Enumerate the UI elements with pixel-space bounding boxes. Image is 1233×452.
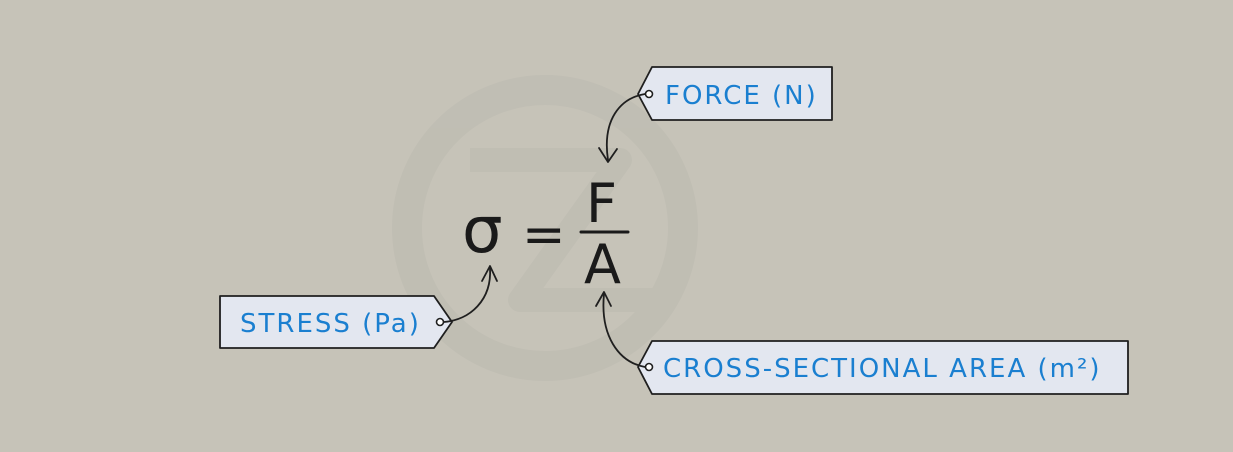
area-tag-hole bbox=[644, 362, 654, 372]
stress-tag-hole bbox=[435, 317, 445, 327]
force-label: FORCE (N) bbox=[665, 81, 818, 111]
stress-tag-shape bbox=[219, 295, 453, 349]
area-tag: CROSS-SECTIONAL AREA (m²) bbox=[637, 340, 1129, 395]
stress-tag: STRESS (Pa) bbox=[219, 295, 453, 349]
area-arrow bbox=[595, 291, 646, 368]
force-tag-shape bbox=[637, 66, 833, 121]
formula-sigma: σ bbox=[462, 194, 503, 268]
stress-label: STRESS (Pa) bbox=[240, 309, 421, 339]
force-tag: FORCE (N) bbox=[637, 66, 833, 121]
formula-numerator: F bbox=[586, 172, 617, 235]
watermark-logo bbox=[392, 75, 698, 381]
area-label: CROSS-SECTIONAL AREA (m²) bbox=[663, 354, 1102, 384]
stress-arrow bbox=[443, 265, 498, 323]
formula-equals: = bbox=[522, 205, 566, 265]
formula-denominator: A bbox=[584, 233, 621, 296]
force-arrow bbox=[598, 93, 646, 163]
area-tag-shape bbox=[637, 340, 1129, 395]
force-tag-hole bbox=[644, 89, 654, 99]
